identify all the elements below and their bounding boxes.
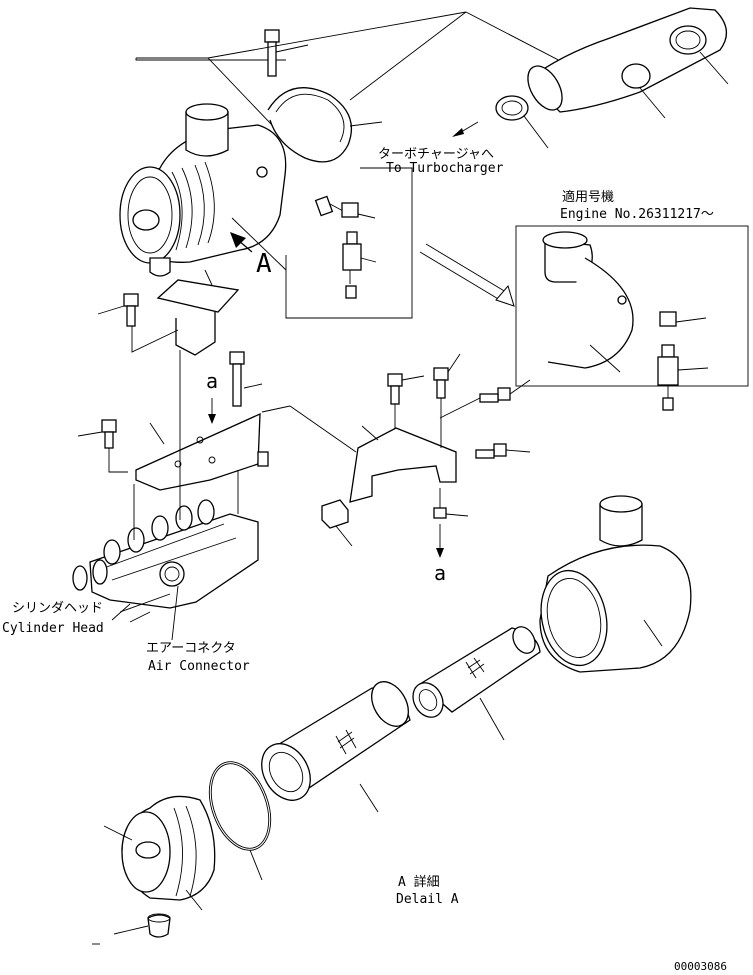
turbo-label-jp: ターボチャージャへ	[378, 147, 494, 162]
air-connector-label-en: Air Connector	[148, 659, 250, 674]
cylinder-head-leader	[111, 603, 131, 621]
air-connector-label-jp: エアーコネクタ	[146, 641, 236, 656]
right-bracket	[321, 425, 457, 547]
detail-a-label-jp: A 詳細	[398, 874, 440, 890]
ref-a-bottom: a	[434, 561, 446, 585]
right-bolt-a	[387, 373, 425, 428]
air-cleaner-housing	[539, 495, 692, 673]
elbow-fitting	[314, 195, 346, 217]
turbo-arrow	[452, 121, 479, 137]
pressure-switch	[342, 231, 377, 299]
ref-a-top-arrow	[208, 398, 216, 424]
right-bolt-b	[433, 353, 461, 448]
inner-filter	[412, 626, 541, 741]
dust-valve	[92, 913, 171, 945]
engine-label-jp: 適用号機	[562, 189, 614, 205]
hose-clamp-right	[621, 63, 666, 119]
end-cover	[103, 795, 216, 911]
engine-detail-box	[515, 225, 749, 411]
side-bolt-upper	[439, 379, 531, 419]
mounting-plate	[135, 412, 269, 491]
adapter-fitting	[341, 202, 376, 219]
long-bolt	[229, 351, 263, 407]
ref-a-top: a	[206, 369, 218, 393]
top-bolt	[264, 29, 309, 77]
ref-a-bottom-arrow	[436, 524, 444, 558]
outer-filter	[261, 681, 411, 813]
cylinder-head	[72, 499, 259, 623]
side-bolt-lower	[475, 443, 531, 459]
o-ring-seal	[208, 761, 272, 881]
plate-bolt	[77, 419, 128, 473]
view-a-label: A	[256, 249, 272, 279]
drawing-number: 00003086	[674, 960, 727, 973]
cylinder-head-label-jp: シリンダヘッド	[12, 601, 103, 616]
cylinder-head-label-en: Cylinder Head	[2, 621, 104, 636]
bracket-bolt-left	[97, 293, 179, 353]
view-a-arrow	[230, 232, 253, 253]
hose-clamp-left	[495, 95, 549, 149]
air-cleaner-assembly	[119, 103, 287, 277]
detail-pointer-arrow	[419, 243, 515, 307]
saddle-bracket	[156, 269, 240, 356]
turbo-label-en: To Turbocharger	[386, 161, 504, 176]
detail-a-label-en: Delail A	[396, 892, 459, 907]
turbo-hose	[527, 7, 729, 113]
spacer-sleeve	[433, 488, 469, 519]
air-connector-leader	[171, 585, 179, 641]
hose-clamp-band	[267, 87, 383, 163]
engine-label-en: Engine No.26311217～	[560, 207, 714, 222]
